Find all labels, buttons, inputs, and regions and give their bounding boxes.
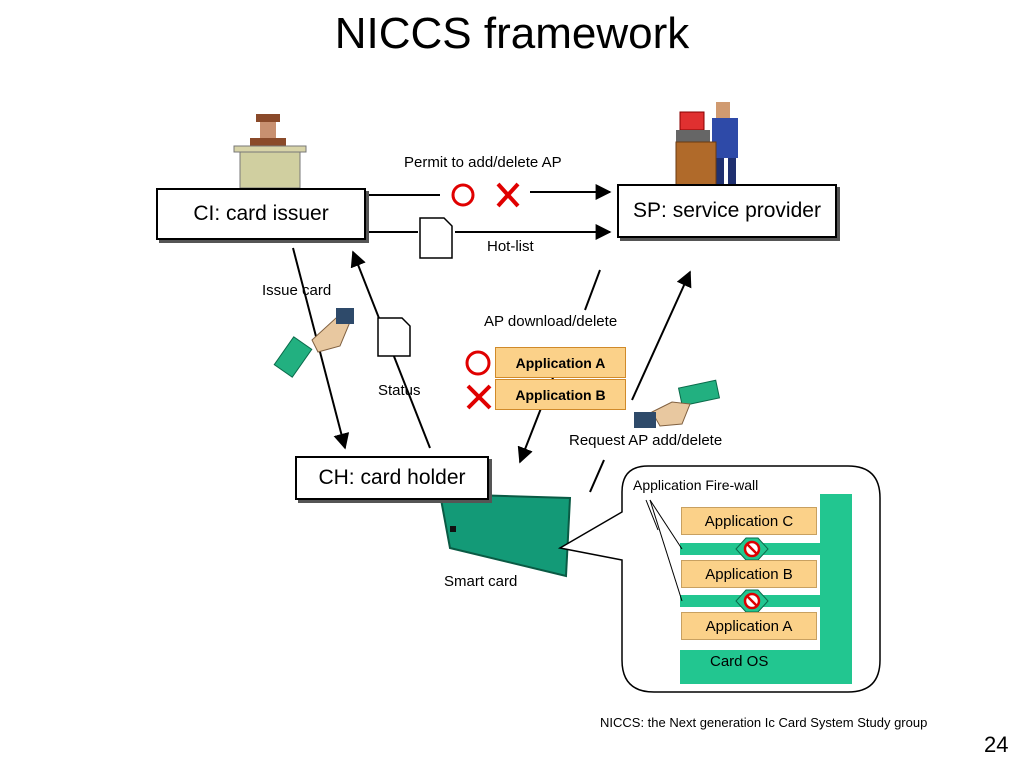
status-label: Status [378,382,421,399]
issue-card-label: Issue card [262,282,332,299]
card-holder-box: CH: card holder [295,456,489,500]
footer-note: NICCS: the Next generation Ic Card Syste… [600,715,928,730]
circle-ok-icon [451,183,475,207]
smart-card-label: Smart card [444,573,518,590]
cross-ng-icon [466,384,492,410]
firewall-app-b: Application B [681,560,817,588]
no-entry-icon [735,589,769,613]
ap-download-label: AP download/delete [484,313,618,330]
service-provider-person-icon [675,102,738,191]
card-os-label: Card OS [710,653,769,670]
card-issuer-box: CI: card issuer [156,188,366,240]
circle-ok-icon [465,350,491,376]
no-entry-icon [735,537,769,561]
cross-ng-icon [496,182,520,208]
firewall-app-a: Application A [681,612,817,640]
download-app-a: Application A [495,347,626,378]
page-number: 24 [984,732,1009,757]
firewall-title: Application Fire-wall [633,477,759,493]
document-icon [419,217,453,259]
permit-label: Permit to add/delete AP [404,154,562,171]
hotlist-label: Hot-list [487,238,534,255]
card-issuer-person-icon [233,114,307,189]
firewall-app-c: Application C [681,507,817,535]
service-provider-box: SP: service provider [617,184,837,238]
page-title: NICCS framework [334,9,690,58]
hand-card-icon [634,379,721,428]
document-icon [377,317,411,357]
smart-card-icon [438,492,572,578]
hand-card-icon [273,308,354,378]
request-label: Request AP add/delete [569,432,723,449]
download-app-b: Application B [495,379,626,410]
